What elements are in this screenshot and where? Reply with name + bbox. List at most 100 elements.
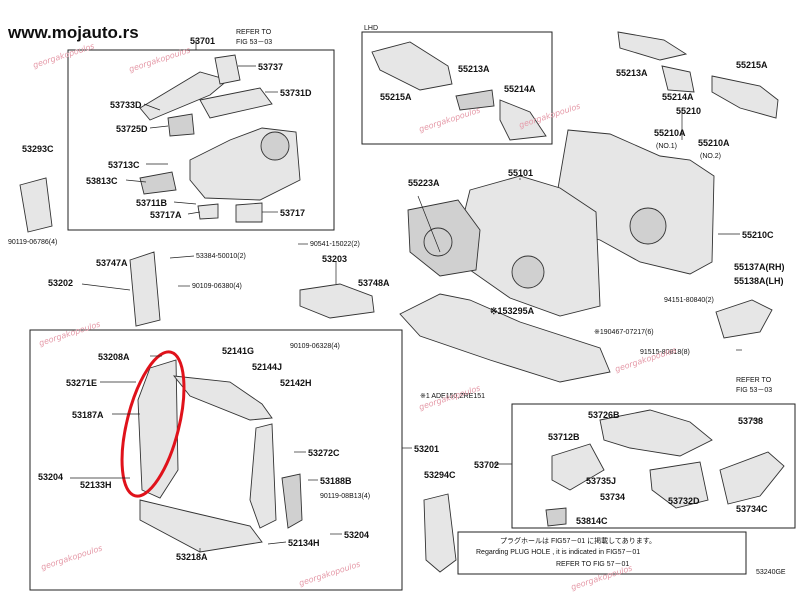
site-name[interactable]: www.mojauto.rs — [7, 23, 139, 42]
label-53384[interactable]: 53384-50010(2) — [196, 253, 246, 260]
label-55223A[interactable]: 55223A — [408, 178, 440, 188]
part-55213A-l-shape[interactable] — [455, 89, 495, 111]
part-53717A-shape[interactable] — [197, 203, 219, 220]
label-90109-06380[interactable]: 90109-06380(4) — [192, 283, 242, 290]
label-53204-right[interactable]: 53204 — [344, 530, 369, 540]
label-53734[interactable]: 53734 — [600, 492, 625, 502]
label-53725D[interactable]: 53725D — [116, 124, 148, 134]
label-53711B[interactable]: 53711B — [136, 198, 168, 208]
label-no1[interactable]: (NO.1) — [656, 143, 677, 150]
label-53218A[interactable]: 53218A — [176, 552, 208, 562]
label-53733D[interactable]: 53733D — [110, 100, 142, 110]
label-55214A-right[interactable]: 55214A — [662, 92, 694, 102]
label-91515[interactable]: 91515-80818(8) — [640, 349, 690, 356]
label-no2[interactable]: (NO.2) — [700, 153, 721, 160]
part-55214A-l-shape[interactable] — [499, 99, 547, 141]
label-53737[interactable]: 53737 — [258, 62, 283, 72]
label-53272C[interactable]: 53272C — [308, 448, 340, 458]
label-55210[interactable]: 55210 — [676, 106, 701, 116]
part-dash-hole-2 — [511, 255, 545, 289]
label-53735J[interactable]: 53735J — [586, 476, 616, 486]
label-53717A[interactable]: 53717A — [150, 210, 182, 220]
part-55213A-r-shape[interactable] — [617, 31, 688, 61]
label-55215A-lhd[interactable]: 55215A — [380, 92, 412, 102]
label-53271E[interactable]: 53271E — [66, 378, 97, 388]
label-94151[interactable]: 94151-80840(2) — [664, 297, 714, 304]
label-53813C[interactable]: 53813C — [86, 176, 118, 186]
label-53187A[interactable]: 53187A — [72, 410, 104, 420]
label-55213A-right[interactable]: 55213A — [616, 68, 648, 78]
part-53731D-shape[interactable] — [199, 87, 273, 119]
part-53813C-shape[interactable] — [139, 171, 177, 195]
label-52142H[interactable]: 52142H — [280, 378, 312, 388]
label-55215A-right[interactable]: 55215A — [736, 60, 768, 70]
part-53188B-shape[interactable] — [281, 473, 303, 529]
label-53726B[interactable]: 53726B — [588, 410, 620, 420]
part-strut-tower[interactable] — [260, 131, 290, 161]
label-53734C[interactable]: 53734C — [736, 504, 768, 514]
label-55210C[interactable]: 55210C — [742, 230, 774, 240]
label-90119-06786[interactable]: 90119-06786(4) — [8, 239, 57, 246]
part-53725D-shape[interactable] — [167, 113, 195, 137]
label-53204-left[interactable]: 53204 — [38, 472, 63, 482]
part-53734C-shape[interactable] — [719, 451, 785, 505]
label-55138A[interactable]: 55138A(LH) — [734, 276, 784, 286]
label-55214A-lhd[interactable]: 55214A — [504, 84, 536, 94]
part-53726B-shape[interactable] — [599, 409, 713, 457]
label-53203[interactable]: 53203 — [322, 254, 347, 264]
label-55210A-no1[interactable]: 55210A — [654, 128, 686, 138]
label-53712B[interactable]: 53712B — [548, 432, 580, 442]
part-53712B-shape[interactable] — [551, 443, 605, 491]
part-53717-shape[interactable] — [235, 202, 263, 223]
label-53208A[interactable]: 53208A — [98, 352, 130, 362]
label-53731D[interactable]: 53731D — [280, 88, 312, 98]
part-53732D-shape[interactable] — [649, 461, 709, 509]
label-53188B[interactable]: 53188B — [320, 476, 352, 486]
label-190467[interactable]: ※190467-07217(6) — [594, 329, 654, 336]
label-53717[interactable]: 53717 — [280, 208, 305, 218]
label-53748A[interactable]: 53748A — [358, 278, 390, 288]
label-52133H[interactable]: 52133H — [80, 480, 112, 490]
part-153295A-cowl[interactable] — [399, 293, 611, 383]
label-53713C[interactable]: 53713C — [108, 160, 140, 170]
label-90119-08B13[interactable]: 90119-08B13(4) — [320, 493, 370, 500]
part-53294C-shape[interactable] — [423, 493, 457, 573]
label-55210A-no2[interactable]: 55210A — [698, 138, 730, 148]
part-53737-shape[interactable] — [214, 54, 241, 85]
part-53218A-lower[interactable] — [139, 499, 263, 553]
part-52142H-member[interactable] — [172, 375, 273, 421]
label-53202[interactable]: 53202 — [48, 278, 73, 288]
part-53733D-shape[interactable] — [139, 71, 229, 121]
note-refer-right-1: REFER TO — [736, 377, 772, 384]
part-53272C-pillar[interactable] — [249, 423, 277, 529]
part-53814C-shape[interactable] — [545, 507, 567, 527]
label-53294C[interactable]: 53294C — [424, 470, 456, 480]
label-53814C[interactable]: 53814C — [576, 516, 608, 526]
label-53702[interactable]: 53702 — [474, 460, 499, 470]
part-55215A-l-shape[interactable] — [371, 41, 453, 91]
label-55137A[interactable]: 55137A(RH) — [734, 262, 785, 272]
label-53701[interactable]: 53701 — [190, 36, 215, 46]
label-52134H[interactable]: 52134H — [288, 538, 320, 548]
label-53293C[interactable]: 53293C — [22, 144, 54, 154]
label-53201[interactable]: 53201 — [414, 444, 439, 454]
part-53203-shape[interactable] — [299, 283, 375, 319]
part-55215A-r-shape[interactable] — [711, 75, 779, 119]
leader-lines — [70, 40, 760, 552]
label-153295A[interactable]: ※153295A — [490, 306, 535, 316]
label-55101[interactable]: 55101 — [508, 168, 533, 178]
label-53738[interactable]: 53738 — [738, 416, 763, 426]
label-90541[interactable]: 90541-15022(2) — [310, 241, 360, 248]
label-52144J[interactable]: 52144J — [252, 362, 282, 372]
part-53202-bracket[interactable] — [129, 251, 161, 327]
label-55213A-lhd[interactable]: 55213A — [458, 64, 490, 74]
label-52141G[interactable]: 52141G — [222, 346, 254, 356]
part-53293C-shape[interactable] — [19, 177, 53, 233]
label-53747A[interactable]: 53747A — [96, 258, 128, 268]
part-55137A-shape[interactable] — [715, 299, 773, 339]
label-90109-06328[interactable]: 90109-06328(4) — [290, 343, 340, 350]
label-53732D[interactable]: 53732D — [668, 496, 700, 506]
part-55214A-r-shape[interactable] — [661, 65, 695, 93]
frame-53201 — [29, 329, 403, 591]
